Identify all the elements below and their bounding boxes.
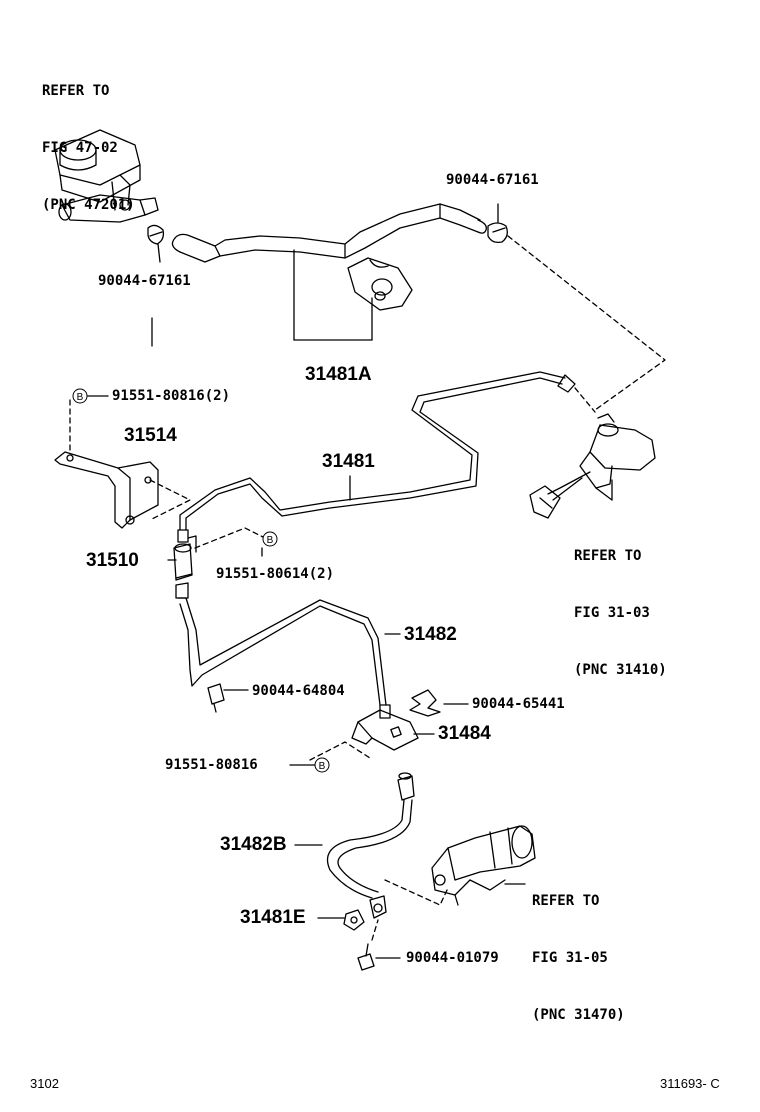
footer-right: 311693- C [660,1076,720,1091]
part-bracket-lower: 31484 [438,723,491,744]
part-hose-flex: 31482B [220,834,287,855]
clip-upper-right [487,203,508,244]
ref-master-line2: FIG 47-02 [42,140,118,156]
grommet [347,257,413,311]
part-bolt-bracket: 91551-80816(2) [112,388,231,404]
bolt-marker-1: B [77,392,84,403]
union-31510 [173,529,197,581]
ref-master-line1: REFER TO [42,83,110,99]
ref-release-line3: (PNC 31470) [532,1007,625,1023]
release-cylinder [431,825,536,906]
ref-master-cylinder: REFER TO FIG 47-02 (PNC 47201) [42,44,135,234]
bolt-marker-3: B [319,761,326,772]
part-clip-flat: 90044-65441 [472,696,565,712]
part-tube: 31481 [322,451,375,472]
tube-31482 [175,582,391,719]
part-tube-lower: 31482 [404,624,457,645]
bracket-31484 [351,709,419,751]
bolt-marker-2: B [267,535,274,546]
part-union-bolt: 90044-01079 [406,950,499,966]
clip-small [207,683,225,713]
ref-master-line3: (PNC 47201) [42,197,135,213]
part-gasket: 31481E [240,907,306,928]
part-clip-left: 90044-67161 [98,273,191,289]
ref-release-line1: REFER TO [532,893,600,909]
bolt-markers [72,388,330,773]
bracket-31514 [54,451,159,529]
tube-31481 [179,371,596,531]
clutch-master-cylinder [529,413,656,519]
part-bolt-single: 91551-80816 [165,757,258,773]
part-hose-assy: 31481A [305,364,372,385]
brake-master-cylinder [54,129,159,223]
ref-clutch-master: REFER TO FIG 31-03 (PNC 31410) [574,509,667,699]
part-bracket: 31514 [124,425,177,446]
part-union: 31510 [86,550,139,571]
clip-flat [409,689,441,717]
part-clip-upper-right: 90044-67161 [446,172,539,188]
footer-left: 3102 [30,1076,59,1091]
hose-31482B [326,772,415,919]
union-bolt [357,943,375,971]
clip-left [147,224,165,263]
ref-clutch-line3: (PNC 31410) [574,662,667,678]
hose-assy-31481A [171,203,487,341]
ref-release-cylinder: REFER TO FIG 31-05 (PNC 31470) [532,854,625,1044]
part-bolt-union: 91551-80614(2) [216,566,335,582]
part-clip-small: 90044-64804 [252,683,345,699]
ref-clutch-line1: REFER TO [574,548,642,564]
gasket-31481E [343,909,365,931]
ref-clutch-line2: FIG 31-03 [574,605,650,621]
ref-release-line2: FIG 31-05 [532,950,608,966]
